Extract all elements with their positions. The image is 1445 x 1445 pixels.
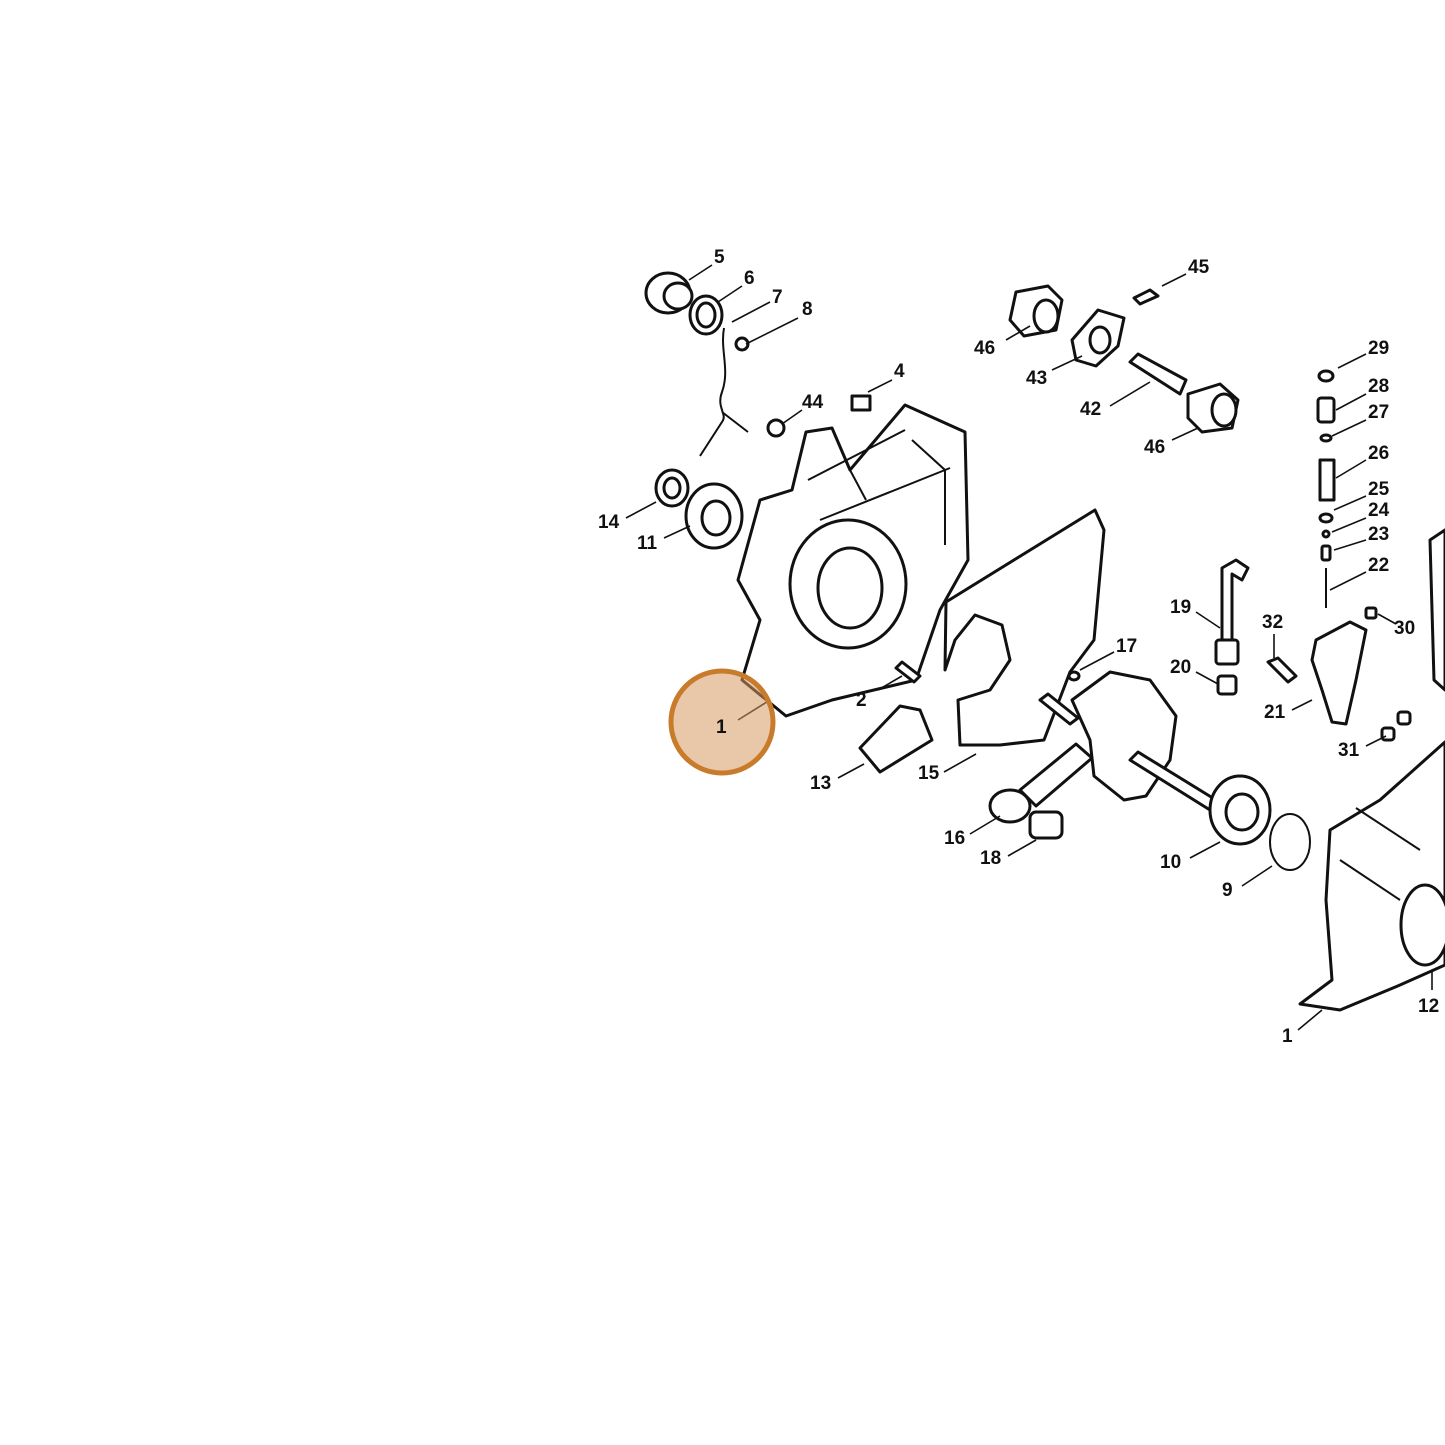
callout-32: 32 [1262, 612, 1283, 633]
callout-25: 25 [1368, 479, 1390, 500]
part-46-mount-bottom [1186, 382, 1240, 434]
part-19-tube [1220, 558, 1250, 642]
part-21-lever [1310, 620, 1368, 726]
callout-6: 6 [744, 268, 755, 289]
part-42-sleeve [1128, 352, 1188, 396]
callout-26: 26 [1368, 443, 1389, 464]
callout-18: 18 [980, 848, 1001, 869]
callout-46-top: 46 [974, 338, 995, 359]
callout-8: 8 [802, 299, 813, 320]
part-31-bolt [1380, 726, 1396, 742]
highlight-marker[interactable] [668, 668, 776, 776]
callout-45: 45 [1188, 257, 1210, 278]
callout-1: 1 [1282, 1026, 1293, 1047]
callout-28: 28 [1368, 376, 1389, 397]
callout-27: 27 [1368, 402, 1389, 423]
leader-lines [625, 264, 1433, 1031]
part-4-plug [850, 394, 872, 412]
callout-2: 2 [856, 690, 867, 711]
part-20-cap [1216, 674, 1238, 696]
part-44-nut [766, 418, 786, 438]
part-17-seal [1067, 670, 1081, 682]
callout-labels: 5 6 7 8 45 29 28 27 26 25 24 23 22 4 44 … [598, 247, 1439, 1047]
callout-17: 17 [1116, 636, 1137, 657]
part-9-circlip [1269, 813, 1311, 871]
part-30-plug [1364, 606, 1378, 620]
valve-stack [1316, 369, 1336, 608]
callout-9: 9 [1222, 880, 1233, 901]
part-32-screw [1266, 656, 1298, 684]
callout-30: 30 [1394, 618, 1415, 639]
callout-24: 24 [1368, 500, 1390, 521]
callout-22: 22 [1368, 555, 1389, 576]
part-8-screw [734, 336, 750, 352]
callout-43: 43 [1026, 368, 1047, 389]
part-15-gasket [943, 508, 1106, 747]
callout-1-highlighted: 1 [716, 717, 727, 738]
callout-13: 13 [810, 773, 831, 794]
crankshaft [988, 670, 1218, 840]
part-18-needle-cage [1028, 810, 1064, 840]
callout-44: 44 [802, 392, 824, 413]
part-drawings [644, 271, 1445, 1012]
callout-15: 15 [918, 763, 940, 784]
part-13-deflector [858, 704, 934, 774]
callout-21: 21 [1264, 702, 1286, 723]
callout-20: 20 [1170, 657, 1191, 678]
callout-10: 10 [1160, 852, 1181, 873]
callout-12: 12 [1418, 996, 1439, 1017]
part-16-piston-pin [988, 788, 1032, 824]
crankcase-right [1298, 740, 1445, 1012]
callout-4: 4 [894, 361, 905, 382]
part-7-cord [699, 327, 749, 457]
part-5-nut [644, 271, 694, 315]
callout-42: 42 [1080, 399, 1101, 420]
callout-14: 14 [598, 512, 620, 533]
callout-31: 31 [1338, 740, 1360, 761]
callout-5: 5 [714, 247, 725, 268]
part-45-screw [1132, 288, 1160, 306]
callout-29: 29 [1368, 338, 1389, 359]
part-46-mount-top [1008, 284, 1064, 338]
callout-19: 19 [1170, 597, 1191, 618]
callout-46-bottom: 46 [1144, 437, 1165, 458]
callout-11: 11 [637, 533, 658, 554]
callout-23: 23 [1368, 524, 1389, 545]
callout-16: 16 [944, 828, 965, 849]
part-2-pin [894, 660, 922, 684]
callout-7: 7 [772, 287, 783, 308]
